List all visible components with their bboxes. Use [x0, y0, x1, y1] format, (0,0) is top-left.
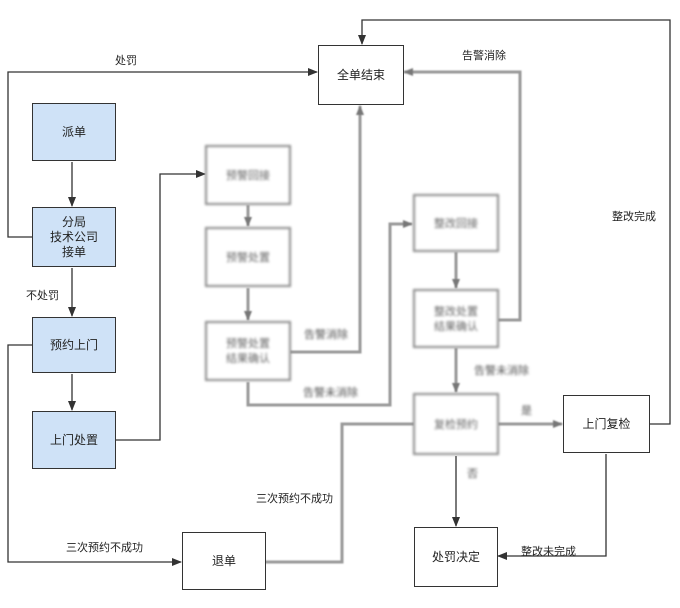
edge-alarm-confirm-to-rectify	[246, 220, 413, 407]
edge-recheck-to-penalty	[497, 454, 607, 560]
label-no-penalty: 不处罚	[26, 289, 59, 302]
edge-alarm-confirm-to-complete	[290, 105, 364, 354]
edge-review-to-return	[239, 422, 414, 566]
appointment-visit-node: 预约上门	[32, 317, 116, 373]
label-alarm-not-cleared-a: 告警未消除	[303, 386, 358, 399]
label-rectify-done: 整改完成	[612, 210, 656, 223]
alarm-receipt-node: 预警回接	[205, 145, 291, 205]
label-alarm-cleared-top: 告警消除	[462, 49, 506, 62]
label-rectify-not-done: 整改未完成	[521, 545, 576, 558]
review-appointment-node: 复检预约	[413, 393, 499, 455]
label-alarm-cleared-mid: 告警消除	[304, 328, 348, 341]
edge-recheck-to-complete	[358, 19, 671, 425]
label-yes: 是	[521, 404, 532, 417]
order-complete-node: 全单结束	[318, 45, 404, 105]
label-no: 否	[467, 467, 478, 480]
edge-rectify-confirm-to-complete	[403, 68, 522, 322]
rectify-confirm-node: 整改处置 结果确认	[413, 289, 499, 348]
dispatch-node: 派单	[32, 103, 116, 161]
penalty-decision-node: 处罚决定	[414, 527, 498, 587]
label-three-failed-mid: 三次预约不成功	[256, 492, 333, 505]
edge-onsite-to-alarm-receipt	[114, 170, 206, 441]
rectify-receipt-node: 整改回接	[413, 194, 499, 252]
onsite-handling-node: 上门处置	[32, 411, 116, 469]
alarm-handling-node: 预警处置	[205, 227, 291, 287]
edge-penalty-to-complete	[7, 68, 318, 238]
branch-accept-node: 分局 技术公司 接单	[32, 207, 116, 267]
return-order-node: 退单	[182, 532, 266, 590]
label-penalty: 处罚	[115, 54, 137, 67]
alarm-confirm-node: 预警处置 结果确认	[205, 321, 291, 381]
label-three-failed-left: 三次预约不成功	[66, 541, 143, 554]
edge-appointment-to-return	[7, 344, 182, 566]
label-alarm-not-cleared-b: 告警未消除	[474, 364, 529, 377]
onsite-recheck-node: 上门复检	[563, 395, 650, 453]
